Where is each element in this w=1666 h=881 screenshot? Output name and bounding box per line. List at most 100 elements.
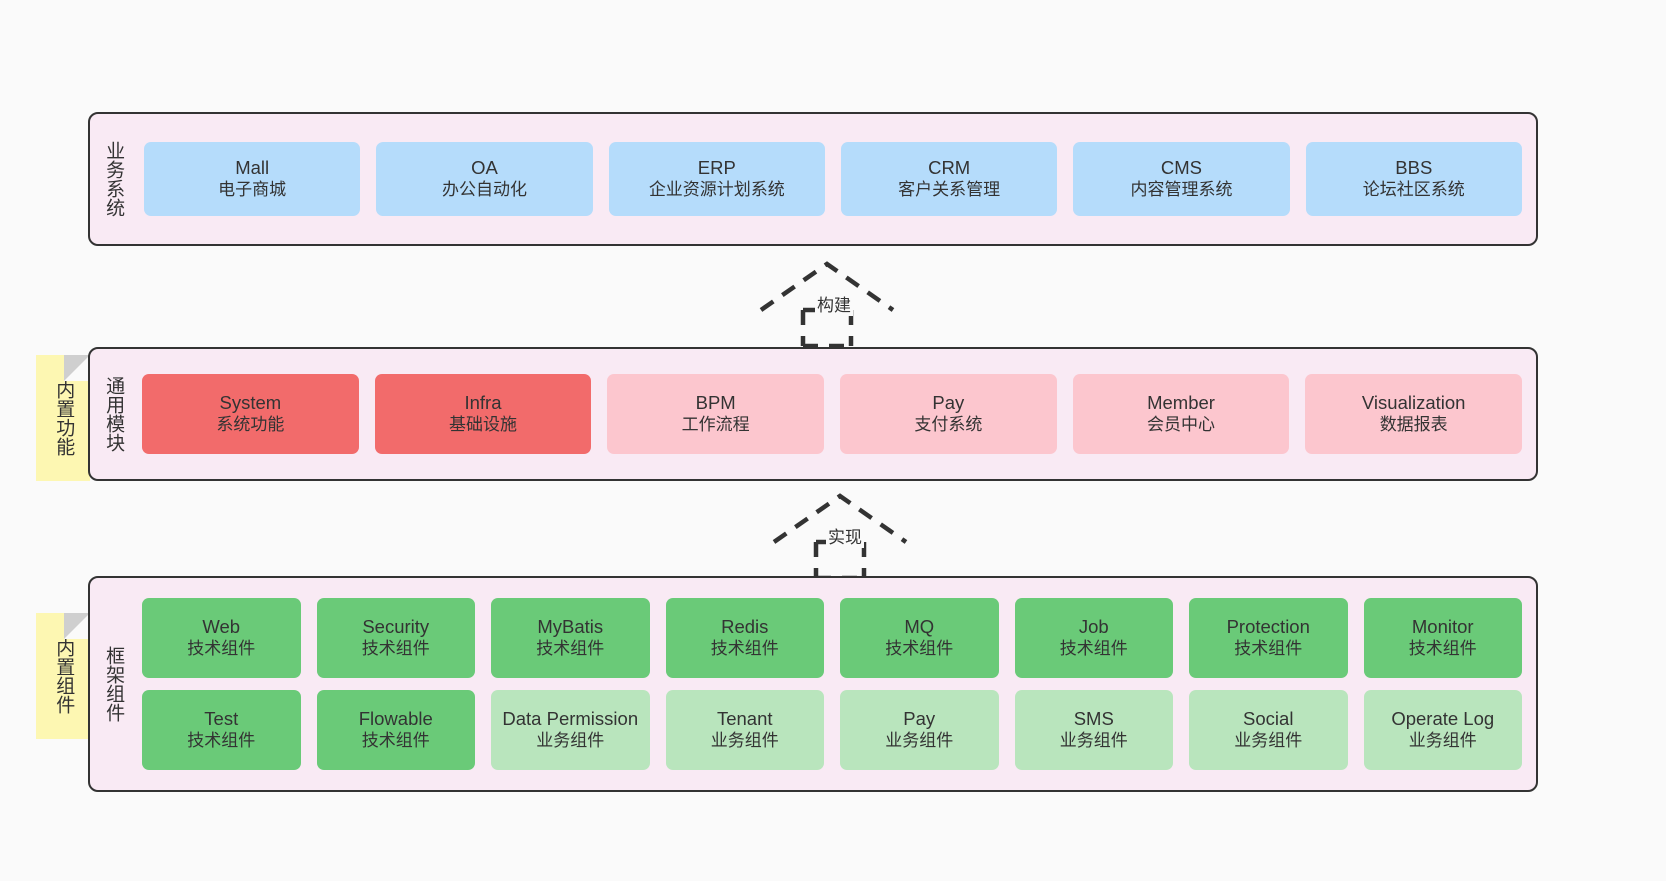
layer-body-business: Mall 电子商城 OA 办公自动化 ERP 企业资源计划系统 CRM 客户关系…	[136, 114, 1536, 244]
node-security-en: Security	[362, 616, 430, 638]
node-test-cn: 技术组件	[187, 730, 256, 750]
node-web[interactable]: Web 技术组件	[142, 598, 301, 678]
node-redis[interactable]: Redis 技术组件	[665, 598, 824, 678]
node-monitor-cn: 技术组件	[1408, 638, 1477, 658]
node-pay-component-cn: 业务组件	[885, 730, 954, 750]
node-pay-module[interactable]: Pay 支付系统	[840, 374, 1057, 454]
node-job-cn: 技术组件	[1059, 638, 1128, 658]
node-visualization-en: Visualization	[1361, 392, 1466, 414]
node-operate-log[interactable]: Operate Log 业务组件	[1363, 690, 1522, 770]
node-mq-en: MQ	[904, 616, 935, 638]
node-system-en: System	[219, 392, 282, 414]
node-flowable-en: Flowable	[358, 708, 433, 730]
node-visualization[interactable]: Visualization 数据报表	[1305, 374, 1523, 454]
node-data-permission-en: Data Permission	[502, 708, 639, 730]
node-erp-cn: 企业资源计划系统	[648, 179, 785, 199]
node-monitor[interactable]: Monitor 技术组件	[1363, 598, 1522, 678]
node-data-permission-cn: 业务组件	[536, 730, 605, 750]
note-builtin-components: 内置组件	[36, 613, 90, 739]
node-web-en: Web	[202, 616, 241, 638]
business-row: Mall 电子商城 OA 办公自动化 ERP 企业资源计划系统 CRM 客户关系…	[144, 142, 1522, 216]
node-cms-en: CMS	[1160, 157, 1203, 179]
node-social-en: Social	[1243, 708, 1294, 730]
modules-row: System 系统功能 Infra 基础设施 BPM 工作流程 Pay 支付系统…	[142, 374, 1523, 454]
node-protection-cn: 技术组件	[1234, 638, 1303, 658]
node-protection[interactable]: Protection 技术组件	[1189, 598, 1348, 678]
layer-body-modules: System 系统功能 Infra 基础设施 BPM 工作流程 Pay 支付系统…	[136, 349, 1536, 479]
node-erp[interactable]: ERP 企业资源计划系统	[608, 142, 825, 216]
node-oa-en: OA	[471, 157, 498, 179]
node-crm-en: CRM	[928, 157, 971, 179]
node-test[interactable]: Test 技术组件	[142, 690, 301, 770]
node-cms-cn: 内容管理系统	[1130, 179, 1233, 199]
node-job-en: Job	[1078, 616, 1109, 638]
node-flowable[interactable]: Flowable 技术组件	[316, 690, 475, 770]
arrow-build-label: 构建	[815, 291, 853, 316]
node-mall-en: Mall	[235, 157, 270, 179]
node-flowable-cn: 技术组件	[361, 730, 430, 750]
node-oa[interactable]: OA 办公自动化	[376, 142, 593, 216]
node-crm-cn: 客户关系管理	[898, 179, 1001, 199]
node-oa-cn: 办公自动化	[441, 179, 527, 199]
node-operate-log-en: Operate Log	[1391, 708, 1495, 730]
node-sms-cn: 业务组件	[1059, 730, 1128, 750]
node-mybatis-en: MyBatis	[537, 616, 604, 638]
node-tenant-en: Tenant	[716, 708, 773, 730]
node-monitor-en: Monitor	[1411, 616, 1474, 638]
node-mq-cn: 技术组件	[885, 638, 954, 658]
layer-body-framework: Web 技术组件 Security 技术组件 MyBatis 技术组件 Redi…	[136, 578, 1536, 790]
node-erp-en: ERP	[697, 157, 736, 179]
node-protection-en: Protection	[1226, 616, 1310, 638]
node-visualization-cn: 数据报表	[1379, 414, 1448, 434]
layer-framework-components: 框架组件 Web 技术组件 Security 技术组件 MyBatis 技术组件…	[88, 576, 1538, 792]
node-pay-component-en: Pay	[903, 708, 936, 730]
node-bpm-cn: 工作流程	[681, 414, 750, 434]
node-cms[interactable]: CMS 内容管理系统	[1073, 142, 1290, 216]
node-social-cn: 业务组件	[1234, 730, 1303, 750]
node-test-en: Test	[204, 708, 239, 730]
node-system[interactable]: System 系统功能	[142, 374, 359, 454]
node-pay-module-cn: 支付系统	[914, 414, 983, 434]
node-operate-log-cn: 业务组件	[1408, 730, 1477, 750]
arrow-build-head	[759, 261, 895, 312]
arrow-implement-label: 实现	[826, 523, 864, 548]
node-bbs-cn: 论坛社区系统	[1362, 179, 1465, 199]
framework-row-1: Web 技术组件 Security 技术组件 MyBatis 技术组件 Redi…	[142, 598, 1522, 678]
arrow-build: 构建	[755, 258, 925, 349]
node-mall[interactable]: Mall 电子商城	[144, 142, 361, 216]
node-mq[interactable]: MQ 技术组件	[840, 598, 999, 678]
layer-title-modules: 通用模块	[103, 376, 125, 452]
node-infra[interactable]: Infra 基础设施	[374, 374, 592, 454]
node-member[interactable]: Member 会员中心	[1072, 374, 1290, 454]
node-system-cn: 系统功能	[216, 414, 285, 434]
node-security[interactable]: Security 技术组件	[316, 598, 475, 678]
layer-title-business: 业务系统	[103, 141, 125, 217]
node-redis-en: Redis	[721, 616, 769, 638]
node-infra-en: Infra	[464, 392, 502, 414]
node-mybatis-cn: 技术组件	[536, 638, 605, 658]
note-builtin-features-label: 内置功能	[53, 380, 75, 456]
note-builtin-components-label: 内置组件	[53, 638, 75, 714]
node-mybatis[interactable]: MyBatis 技术组件	[491, 598, 650, 678]
node-tenant[interactable]: Tenant 业务组件	[665, 690, 824, 770]
node-job[interactable]: Job 技术组件	[1014, 598, 1173, 678]
framework-row-2: Test 技术组件 Flowable 技术组件 Data Permission …	[142, 690, 1522, 770]
node-bpm[interactable]: BPM 工作流程	[607, 374, 825, 454]
node-sms-en: SMS	[1073, 708, 1114, 730]
node-security-cn: 技术组件	[361, 638, 430, 658]
layer-common-modules: 通用模块 System 系统功能 Infra 基础设施 BPM 工作流程 Pay…	[88, 347, 1538, 481]
node-pay-module-en: Pay	[932, 392, 965, 414]
node-pay-component[interactable]: Pay 业务组件	[840, 690, 999, 770]
node-member-cn: 会员中心	[1147, 414, 1216, 434]
node-bbs[interactable]: BBS 论坛社区系统	[1305, 142, 1522, 216]
node-bpm-en: BPM	[695, 392, 736, 414]
node-social[interactable]: Social 业务组件	[1189, 690, 1348, 770]
node-data-permission[interactable]: Data Permission 业务组件	[491, 690, 650, 770]
node-mall-cn: 电子商城	[218, 179, 287, 199]
node-redis-cn: 技术组件	[710, 638, 779, 658]
node-sms[interactable]: SMS 业务组件	[1014, 690, 1173, 770]
node-web-cn: 技术组件	[187, 638, 256, 658]
arrow-implement-head	[772, 493, 908, 544]
node-crm[interactable]: CRM 客户关系管理	[840, 142, 1058, 216]
